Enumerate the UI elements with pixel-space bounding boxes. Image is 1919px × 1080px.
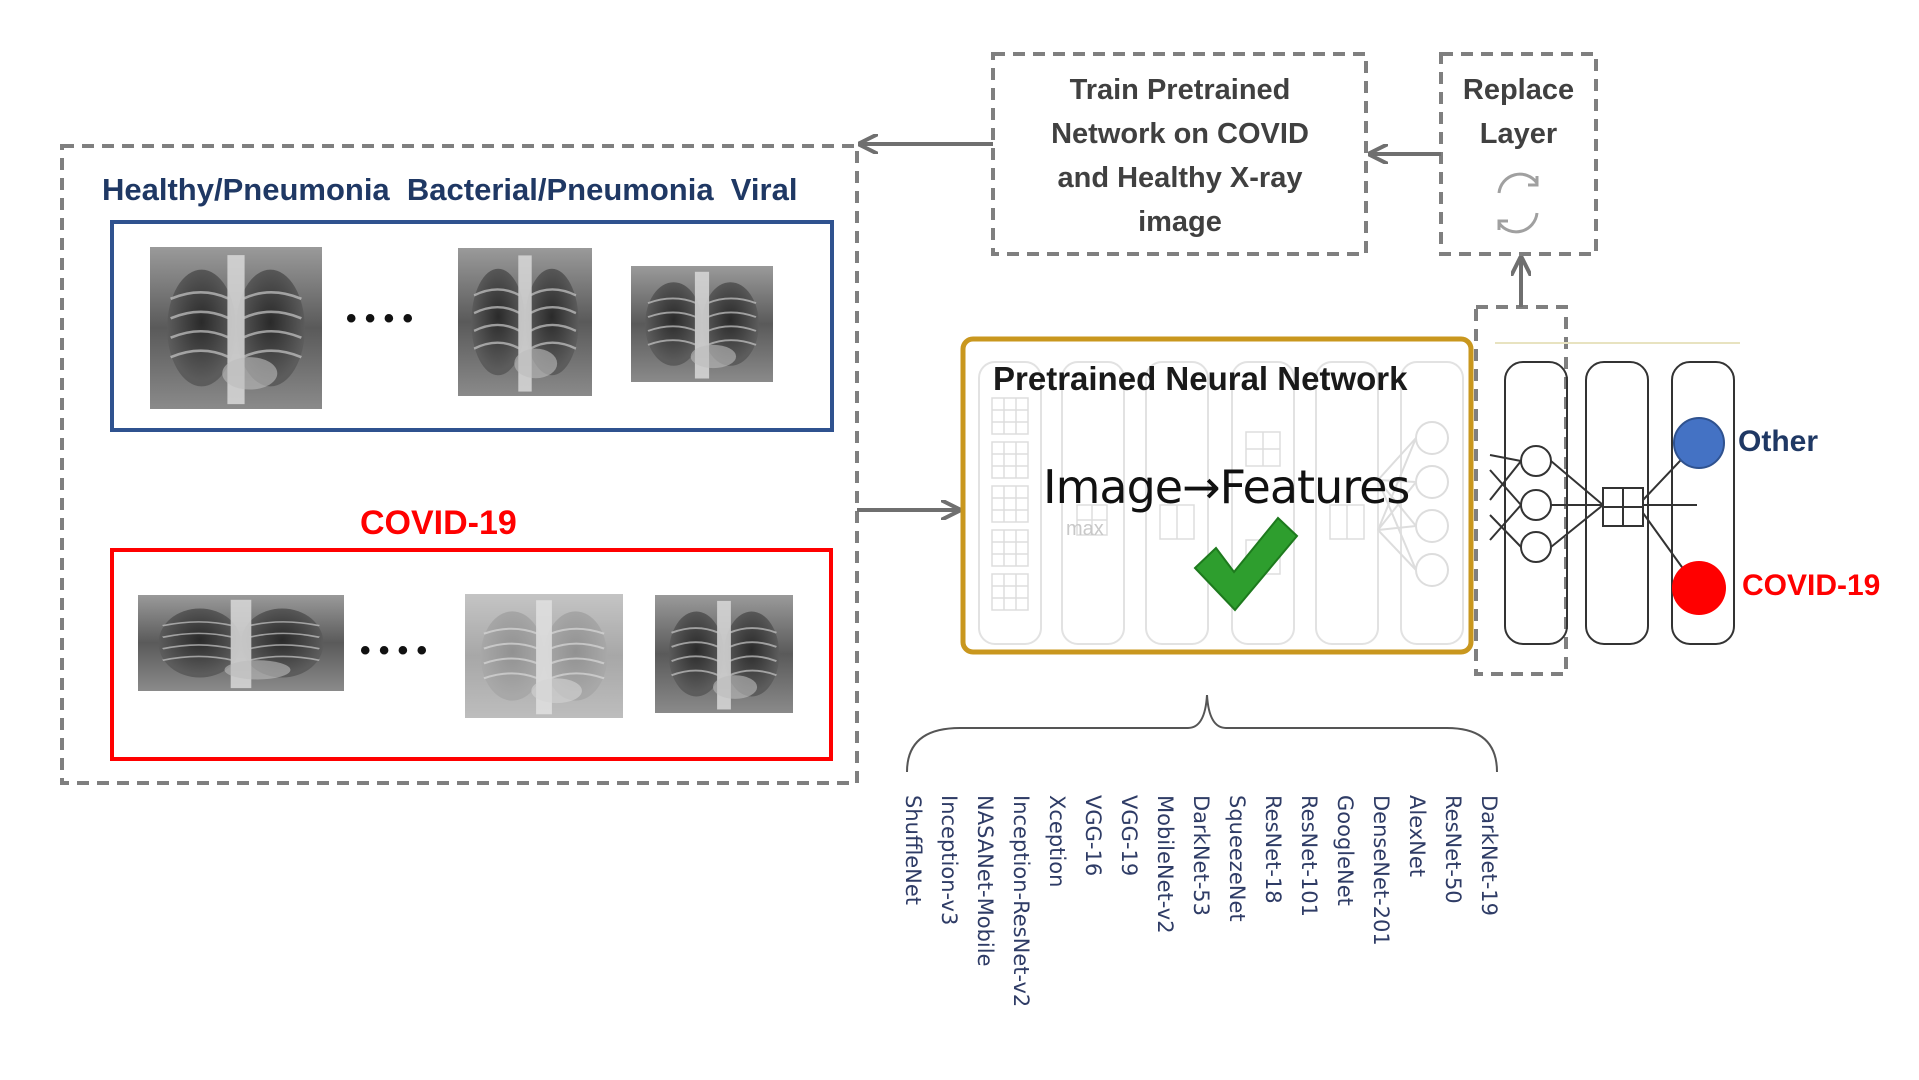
model-resnet-18: ResNet-18 <box>1261 795 1285 904</box>
covid-xray-1 <box>136 593 346 693</box>
model-googlenet: GoogleNet <box>1333 795 1357 906</box>
model-darknet-19: DarkNet-19 <box>1477 795 1501 916</box>
model-resnet-50: ResNet-50 <box>1441 795 1465 904</box>
faded-neurons <box>1377 421 1449 587</box>
covid-xray-3 <box>653 593 795 715</box>
network-columns <box>978 361 1464 645</box>
healthy-xray-1 <box>148 245 324 411</box>
pool-label: max <box>1066 518 1104 540</box>
model-inception-resnet-v2: Inception-ResNet-v2 <box>1009 795 1033 1008</box>
healthy-ellipsis: • • • • <box>346 302 414 335</box>
healthy-xray-2 <box>456 246 594 398</box>
pretrained-network-box <box>960 336 1474 655</box>
fc-layers <box>1489 361 1735 645</box>
model-nasanet-mobile: NASANet-Mobile <box>973 795 997 967</box>
model-squeezenet: SqueezeNet <box>1225 795 1249 922</box>
model-alexnet: AlexNet <box>1405 795 1429 878</box>
output-label-other: Other <box>1738 425 1819 458</box>
replace-box-label: Replace Layer <box>1462 74 1575 150</box>
model-vgg-19: VGG-19 <box>1117 795 1141 877</box>
train-box <box>991 52 1368 256</box>
model-xception: Xception <box>1045 795 1069 888</box>
refresh-icon <box>1497 172 1539 234</box>
model-shufflenet: ShuffleNet <box>901 795 925 906</box>
check-icon <box>1193 516 1299 612</box>
pretrained-title: Pretrained Neural Network <box>993 360 1408 397</box>
model-darknet-53: DarkNet-53 <box>1189 795 1213 916</box>
healthy-title: Healthy/Pneumonia Bacterial/Pneumonia Vi… <box>102 172 798 207</box>
covid-title: COVID-19 <box>360 504 517 542</box>
healthy-xray-3 <box>629 264 775 384</box>
dataset-frame <box>60 144 859 785</box>
covid-xray-2-overlay <box>465 594 623 718</box>
model-mobilenet-v2: MobileNet-v2 <box>1153 795 1177 934</box>
healthy-images-box <box>110 220 834 432</box>
feature-caption: Image→Features <box>1043 460 1410 514</box>
covid-images-box <box>110 548 833 761</box>
model-densenet-201: DenseNet-201 <box>1369 795 1393 946</box>
model-vgg-16: VGG-16 <box>1081 795 1105 877</box>
covid-ellipsis: • • • • <box>360 634 428 667</box>
model-inception-v3: Inception-v3 <box>937 795 961 926</box>
model-resnet-101: ResNet-101 <box>1297 795 1321 918</box>
output-node-other <box>1673 417 1725 469</box>
train-box-label: Train Pretrained Network on COVID and He… <box>1051 74 1309 238</box>
output-node-covid <box>1672 561 1726 615</box>
output-label-covid: COVID-19 <box>1742 569 1881 602</box>
models-brace <box>906 694 1498 773</box>
